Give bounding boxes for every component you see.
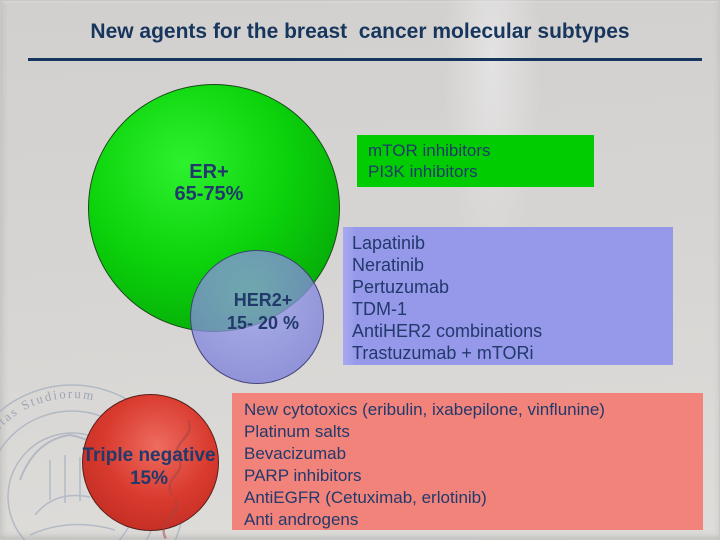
agent-line: AntiEGFR (Cetuximab, erlotinib) — [244, 488, 487, 507]
title-underline — [28, 58, 702, 61]
triple-negative-name: Triple negative — [82, 445, 216, 466]
her2-share: 15- 20 % — [226, 313, 300, 333]
agent-line: New cytotoxics (eribulin, ixabepilone, v… — [244, 400, 605, 419]
agent-line: Pertuzumab — [352, 277, 450, 297]
triple-negative-agents-box: New cytotoxics (eribulin, ixabepilone, v… — [232, 393, 703, 530]
university-seal-watermark-icon: Universitas Studiorum — [0, 384, 185, 540]
agent-line: Lapatinib — [352, 233, 426, 253]
agent-line: Bevacizumab — [244, 444, 347, 463]
er-share: 65-75% — [174, 183, 244, 205]
agent-line: AntiHER2 combinations — [352, 321, 543, 341]
agent-line: mTOR inhibitors — [368, 141, 491, 160]
triple-negative-circle-label: Triple negative 15% — [82, 444, 215, 490]
triple-negative-share: 15% — [129, 468, 169, 489]
agent-line: PARP inhibitors — [244, 466, 362, 485]
slide-title: New agents for the breast cancer molecul… — [90, 20, 630, 43]
agent-line: Trastuzumab + mTORi — [352, 343, 534, 363]
er-circle-label: ER+ 65-75% — [175, 161, 244, 205]
her2-name: HER2+ — [233, 290, 293, 310]
agent-line: Neratinib — [352, 255, 425, 275]
er-name: ER+ — [189, 161, 229, 183]
her2-circle-label: HER2+ 15- 20 % — [227, 289, 299, 335]
agent-line: Anti androgens — [244, 510, 359, 529]
agent-line: Platinum salts — [244, 422, 350, 441]
agent-line: PI3K inhibitors — [368, 162, 478, 181]
agent-line: TDM-1 — [352, 299, 407, 319]
